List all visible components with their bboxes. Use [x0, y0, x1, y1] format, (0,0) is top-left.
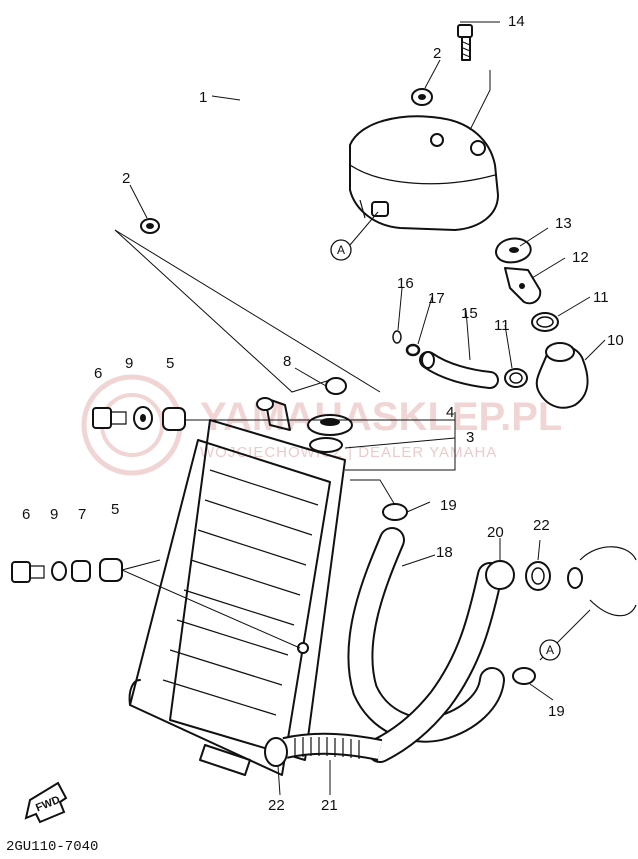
callout-2: 2	[122, 170, 130, 187]
callout-19: 19	[440, 497, 457, 514]
callout-20: 20	[487, 524, 504, 541]
radiator	[128, 397, 346, 776]
callout-11: 11	[593, 289, 609, 306]
fwd-arrow: FWD	[24, 781, 68, 824]
callout-22: 22	[533, 517, 550, 534]
hose-21	[282, 732, 383, 761]
callout-12: 12	[572, 249, 589, 266]
callout-8: 8	[283, 353, 291, 370]
callout-5: 5	[111, 501, 119, 518]
engine-fitting	[567, 546, 637, 617]
callout-16: 16	[397, 275, 414, 292]
callout-21: 21	[321, 797, 338, 814]
washer-9-lower	[51, 561, 67, 581]
grommet-13	[495, 237, 532, 264]
ref-letter: A	[337, 243, 345, 257]
collar-5-upper	[162, 407, 186, 431]
ref-marker-a-top: A	[330, 239, 352, 261]
clip-2-left	[140, 218, 160, 234]
callout-9: 9	[50, 506, 58, 523]
bolt-6-lower	[11, 561, 45, 583]
clamp-22-lower	[264, 737, 288, 767]
watermark-sub-text: WOJCIECHOWICZ | DEALER YAMAHA	[200, 444, 497, 461]
callout-4: 4	[446, 404, 454, 421]
callout-7: 7	[78, 506, 86, 523]
ref-marker-a-bottom: A	[539, 639, 561, 661]
oring-16	[392, 330, 402, 344]
clip-2-top	[411, 88, 433, 106]
callout-6: 6	[22, 506, 30, 523]
clamp-19-upper	[382, 503, 408, 521]
callout-2: 2	[433, 45, 441, 62]
callout-6: 6	[94, 365, 102, 382]
callout-17: 17	[428, 290, 445, 307]
ref-letter: A	[546, 643, 554, 657]
callout-14: 14	[508, 13, 525, 30]
callout-9: 9	[125, 355, 133, 372]
clamp-11-left	[504, 368, 528, 388]
callout-19: 19	[548, 703, 565, 720]
callout-10: 10	[607, 332, 624, 349]
collar-5-lower	[99, 558, 123, 582]
callout-22: 22	[268, 797, 285, 814]
hose-15	[419, 351, 499, 389]
drawing-code: 2GU110-7040	[6, 839, 98, 855]
callout-15: 15	[461, 305, 478, 322]
bracket-12	[504, 267, 542, 305]
hose-18	[347, 527, 505, 743]
callout-3: 3	[466, 429, 474, 446]
hose-10	[535, 342, 589, 409]
collar-7	[71, 560, 91, 582]
washer-9-upper	[133, 406, 153, 430]
callouts: 14 2 1 2 13 12 16 17 15 11 11 10 8 6 9 5…	[22, 13, 624, 814]
callout-18: 18	[436, 544, 453, 561]
callout-13: 13	[555, 215, 572, 232]
reservoir-tank	[349, 115, 499, 231]
callout-1: 1	[199, 89, 207, 106]
clamp-22-right	[525, 561, 551, 591]
callout-11: 11	[494, 317, 510, 334]
watermark: YAMAHASKLEP.PL WOJCIECHOWICZ | DEALER YA…	[81, 374, 562, 476]
oring-17	[405, 343, 421, 357]
clamp-11-right	[531, 312, 559, 332]
hose-20	[367, 560, 515, 763]
bolt-6-upper	[92, 407, 127, 429]
callout-5: 5	[166, 355, 174, 372]
bolt-14	[457, 24, 473, 61]
hose-1	[163, 10, 410, 233]
clamp-19-lower	[512, 667, 536, 685]
